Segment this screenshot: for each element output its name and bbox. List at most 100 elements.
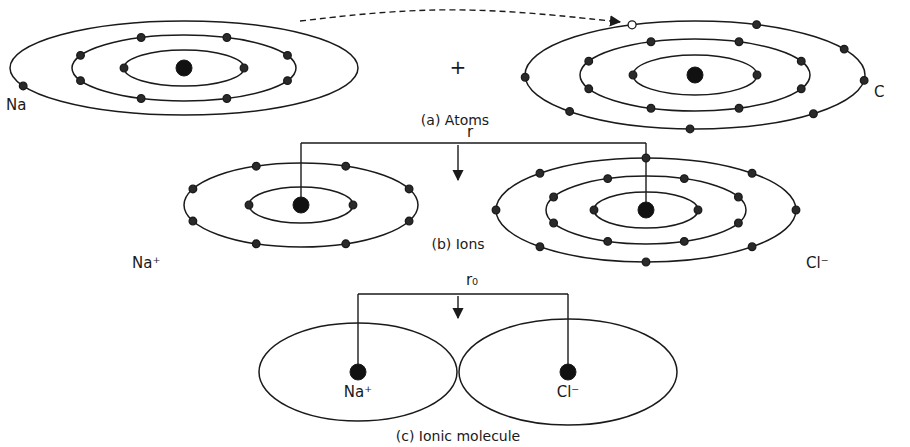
- electron: [680, 238, 688, 246]
- panel-caption: (c) Ionic molecule: [396, 428, 520, 444]
- electron: [694, 206, 702, 214]
- electron-shell: [525, 21, 865, 129]
- electron: [550, 193, 558, 201]
- electron: [604, 238, 612, 246]
- electron: [245, 201, 253, 209]
- electron: [521, 73, 529, 81]
- ion-outline: [458, 318, 678, 426]
- electron: [284, 77, 292, 85]
- electron: [642, 258, 650, 266]
- electron: [349, 201, 357, 209]
- nucleus: [687, 67, 703, 83]
- electron: [405, 217, 413, 225]
- ion-boundary: [259, 323, 457, 421]
- electron: [252, 240, 260, 248]
- electron: [536, 243, 544, 251]
- electron: [735, 38, 743, 46]
- electron-shell: [546, 176, 746, 244]
- electron: [748, 169, 756, 177]
- dimension-label: r: [467, 124, 473, 141]
- panel-caption: (b) Ions: [431, 236, 484, 252]
- electron: [189, 185, 197, 193]
- electron: [590, 206, 598, 214]
- electron: [748, 243, 756, 251]
- electron-shell: [184, 163, 418, 247]
- ion-boundary: [459, 319, 677, 425]
- ion-label: Cl⁻: [806, 255, 829, 272]
- electron-shell: [594, 192, 698, 228]
- nucleus: [293, 197, 309, 213]
- sodium-atom: [10, 21, 358, 115]
- electron: [137, 34, 145, 42]
- electron: [735, 104, 743, 112]
- panel-caption: (a) Atoms: [421, 112, 489, 128]
- atom-label: C: [874, 84, 884, 101]
- nucleus: [350, 364, 366, 380]
- dimension-extension: [357, 294, 358, 366]
- electron: [797, 57, 805, 65]
- electron: [840, 45, 848, 53]
- electron: [753, 21, 761, 29]
- electron-shell: [633, 55, 757, 95]
- electron: [792, 206, 800, 214]
- electron: [189, 217, 197, 225]
- electron-shell: [72, 35, 296, 101]
- electron: [342, 162, 350, 170]
- electron: [686, 125, 694, 133]
- electron: [240, 64, 248, 72]
- nucleus: [638, 202, 654, 218]
- electron: [120, 64, 128, 72]
- electron: [342, 240, 350, 248]
- electron: [550, 219, 558, 227]
- plus-sign: +: [450, 56, 467, 79]
- electron: [77, 77, 85, 85]
- ion-outline: [258, 322, 458, 422]
- ion-sphere: Na⁺: [258, 322, 458, 422]
- electron: [735, 193, 743, 201]
- electron: [604, 175, 612, 183]
- electron: [810, 110, 818, 118]
- electron-shell: [580, 39, 810, 111]
- electron: [647, 38, 655, 46]
- electron: [223, 95, 231, 103]
- sodium-ion: [184, 162, 418, 247]
- nucleus: [560, 364, 576, 380]
- electron: [252, 162, 260, 170]
- ion-label: Cl⁻: [557, 384, 580, 401]
- electron: [492, 206, 500, 214]
- electron: [77, 52, 85, 60]
- electron: [642, 154, 650, 162]
- electron: [19, 82, 27, 90]
- step-arrow: [457, 296, 458, 318]
- electron: [735, 219, 743, 227]
- electron: [628, 21, 636, 29]
- electron: [585, 85, 593, 93]
- electron: [797, 85, 805, 93]
- ion-label: Na⁺: [132, 255, 160, 272]
- electron-shell: [10, 21, 358, 115]
- electron: [680, 175, 688, 183]
- electron-shell: [249, 187, 353, 223]
- chlorine-atom: [521, 21, 868, 133]
- ion-sphere: Cl⁻: [458, 318, 678, 426]
- electron: [647, 104, 655, 112]
- electron: [137, 95, 145, 103]
- electron-shell: [124, 50, 244, 86]
- ion-label: Na⁺: [344, 384, 372, 401]
- nucleus: [176, 60, 192, 76]
- electron-transfer-arrow: [300, 10, 620, 22]
- electron: [860, 77, 868, 85]
- dimension-extension: [567, 294, 568, 366]
- dimension-label: r₀: [466, 272, 478, 289]
- chloride-ion: [492, 154, 800, 266]
- electron: [629, 71, 637, 79]
- dimension-line: [301, 142, 646, 143]
- electron: [405, 185, 413, 193]
- electron: [585, 57, 593, 65]
- dimension-line: [358, 293, 568, 294]
- electron: [536, 169, 544, 177]
- electron: [284, 52, 292, 60]
- electron: [223, 34, 231, 42]
- step-arrow: [457, 145, 458, 180]
